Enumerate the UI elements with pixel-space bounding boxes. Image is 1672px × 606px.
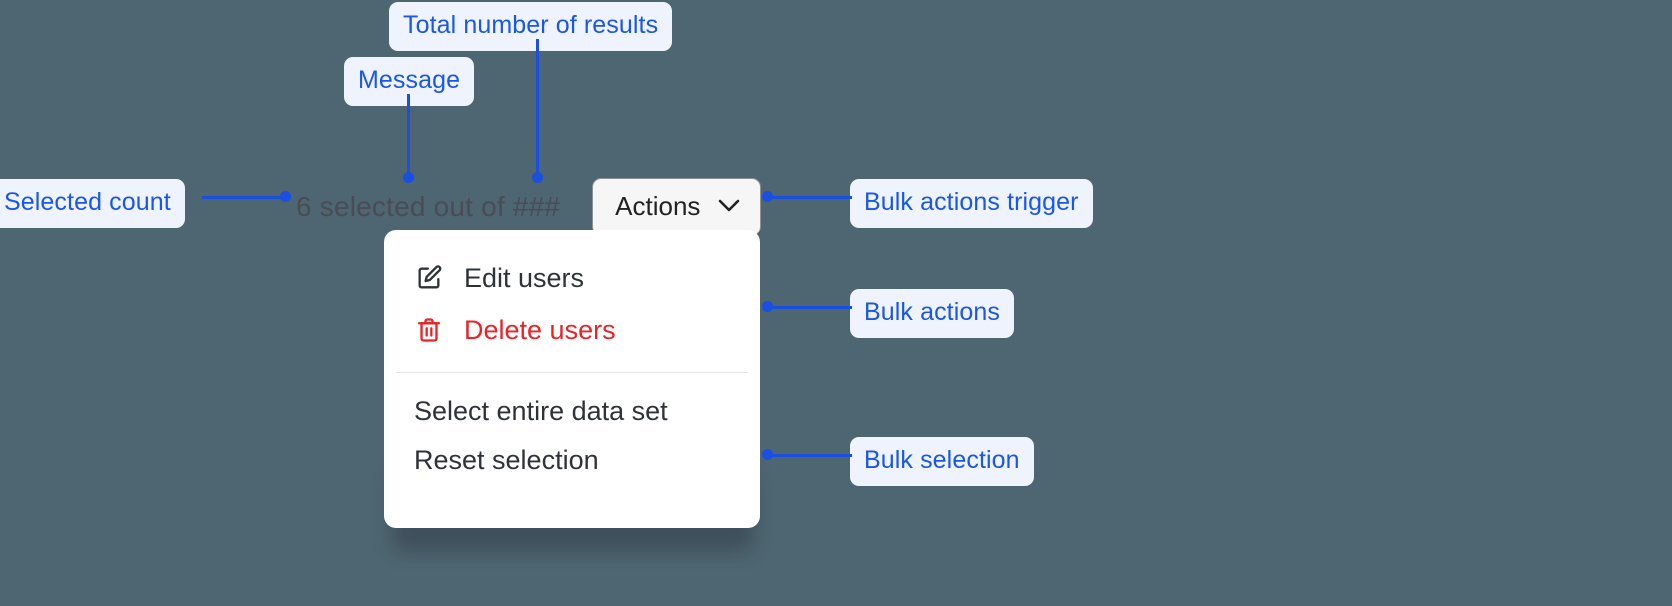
menu-group-bulk-selection: Select entire data set Reset selection (384, 387, 760, 485)
annotation-label-bulk-actions: Bulk actions (850, 289, 1014, 338)
annotation-label-selected-count: Selected count (0, 179, 185, 228)
connector-line-bulk-selection (766, 454, 852, 457)
chevron-down-icon (718, 199, 740, 213)
bulk-actions-bar: 6 selected out of ### Actions (296, 178, 762, 236)
bulk-actions-dropdown-menu: Edit users Delete users Select entire da… (384, 230, 760, 528)
connector-line-bulk-actions-trigger (766, 196, 852, 199)
connector-dot-selected-count (280, 191, 291, 202)
menu-item-delete-users[interactable]: Delete users (384, 304, 760, 356)
menu-item-reset-selection[interactable]: Reset selection (384, 436, 760, 485)
annotation-label-total-number-of-results: Total number of results (389, 2, 673, 51)
connector-line-message (407, 94, 410, 178)
connector-line-total-results (536, 39, 539, 178)
selected-count-message: 6 selected out of ### (296, 191, 561, 222)
annotation-label-bulk-actions-trigger: Bulk actions trigger (850, 179, 1093, 228)
connector-dot-bulk-actions (762, 301, 773, 312)
menu-divider (396, 372, 748, 373)
menu-item-select-entire-data-set-label: Select entire data set (414, 396, 668, 426)
connector-dot-message (403, 172, 414, 183)
bulk-actions-trigger-label: Actions (615, 191, 701, 221)
trash-icon (414, 315, 444, 345)
menu-item-select-entire-data-set[interactable]: Select entire data set (384, 387, 760, 436)
annotation-label-bulk-selection: Bulk selection (850, 437, 1034, 486)
connector-dot-bulk-selection (762, 449, 773, 460)
menu-item-reset-selection-label: Reset selection (414, 445, 599, 475)
menu-item-edit-users[interactable]: Edit users (384, 252, 760, 304)
connector-dot-bulk-actions-trigger (762, 191, 773, 202)
menu-item-delete-users-label: Delete users (464, 314, 616, 345)
connector-line-selected-count (202, 196, 288, 199)
menu-group-bulk-actions: Edit users Delete users (384, 252, 760, 356)
connector-dot-total-results (532, 172, 543, 183)
edit-pencil-icon (414, 263, 444, 293)
bulk-actions-trigger-button[interactable]: Actions (592, 178, 762, 236)
connector-line-bulk-actions (766, 306, 852, 309)
menu-item-edit-users-label: Edit users (464, 262, 585, 293)
